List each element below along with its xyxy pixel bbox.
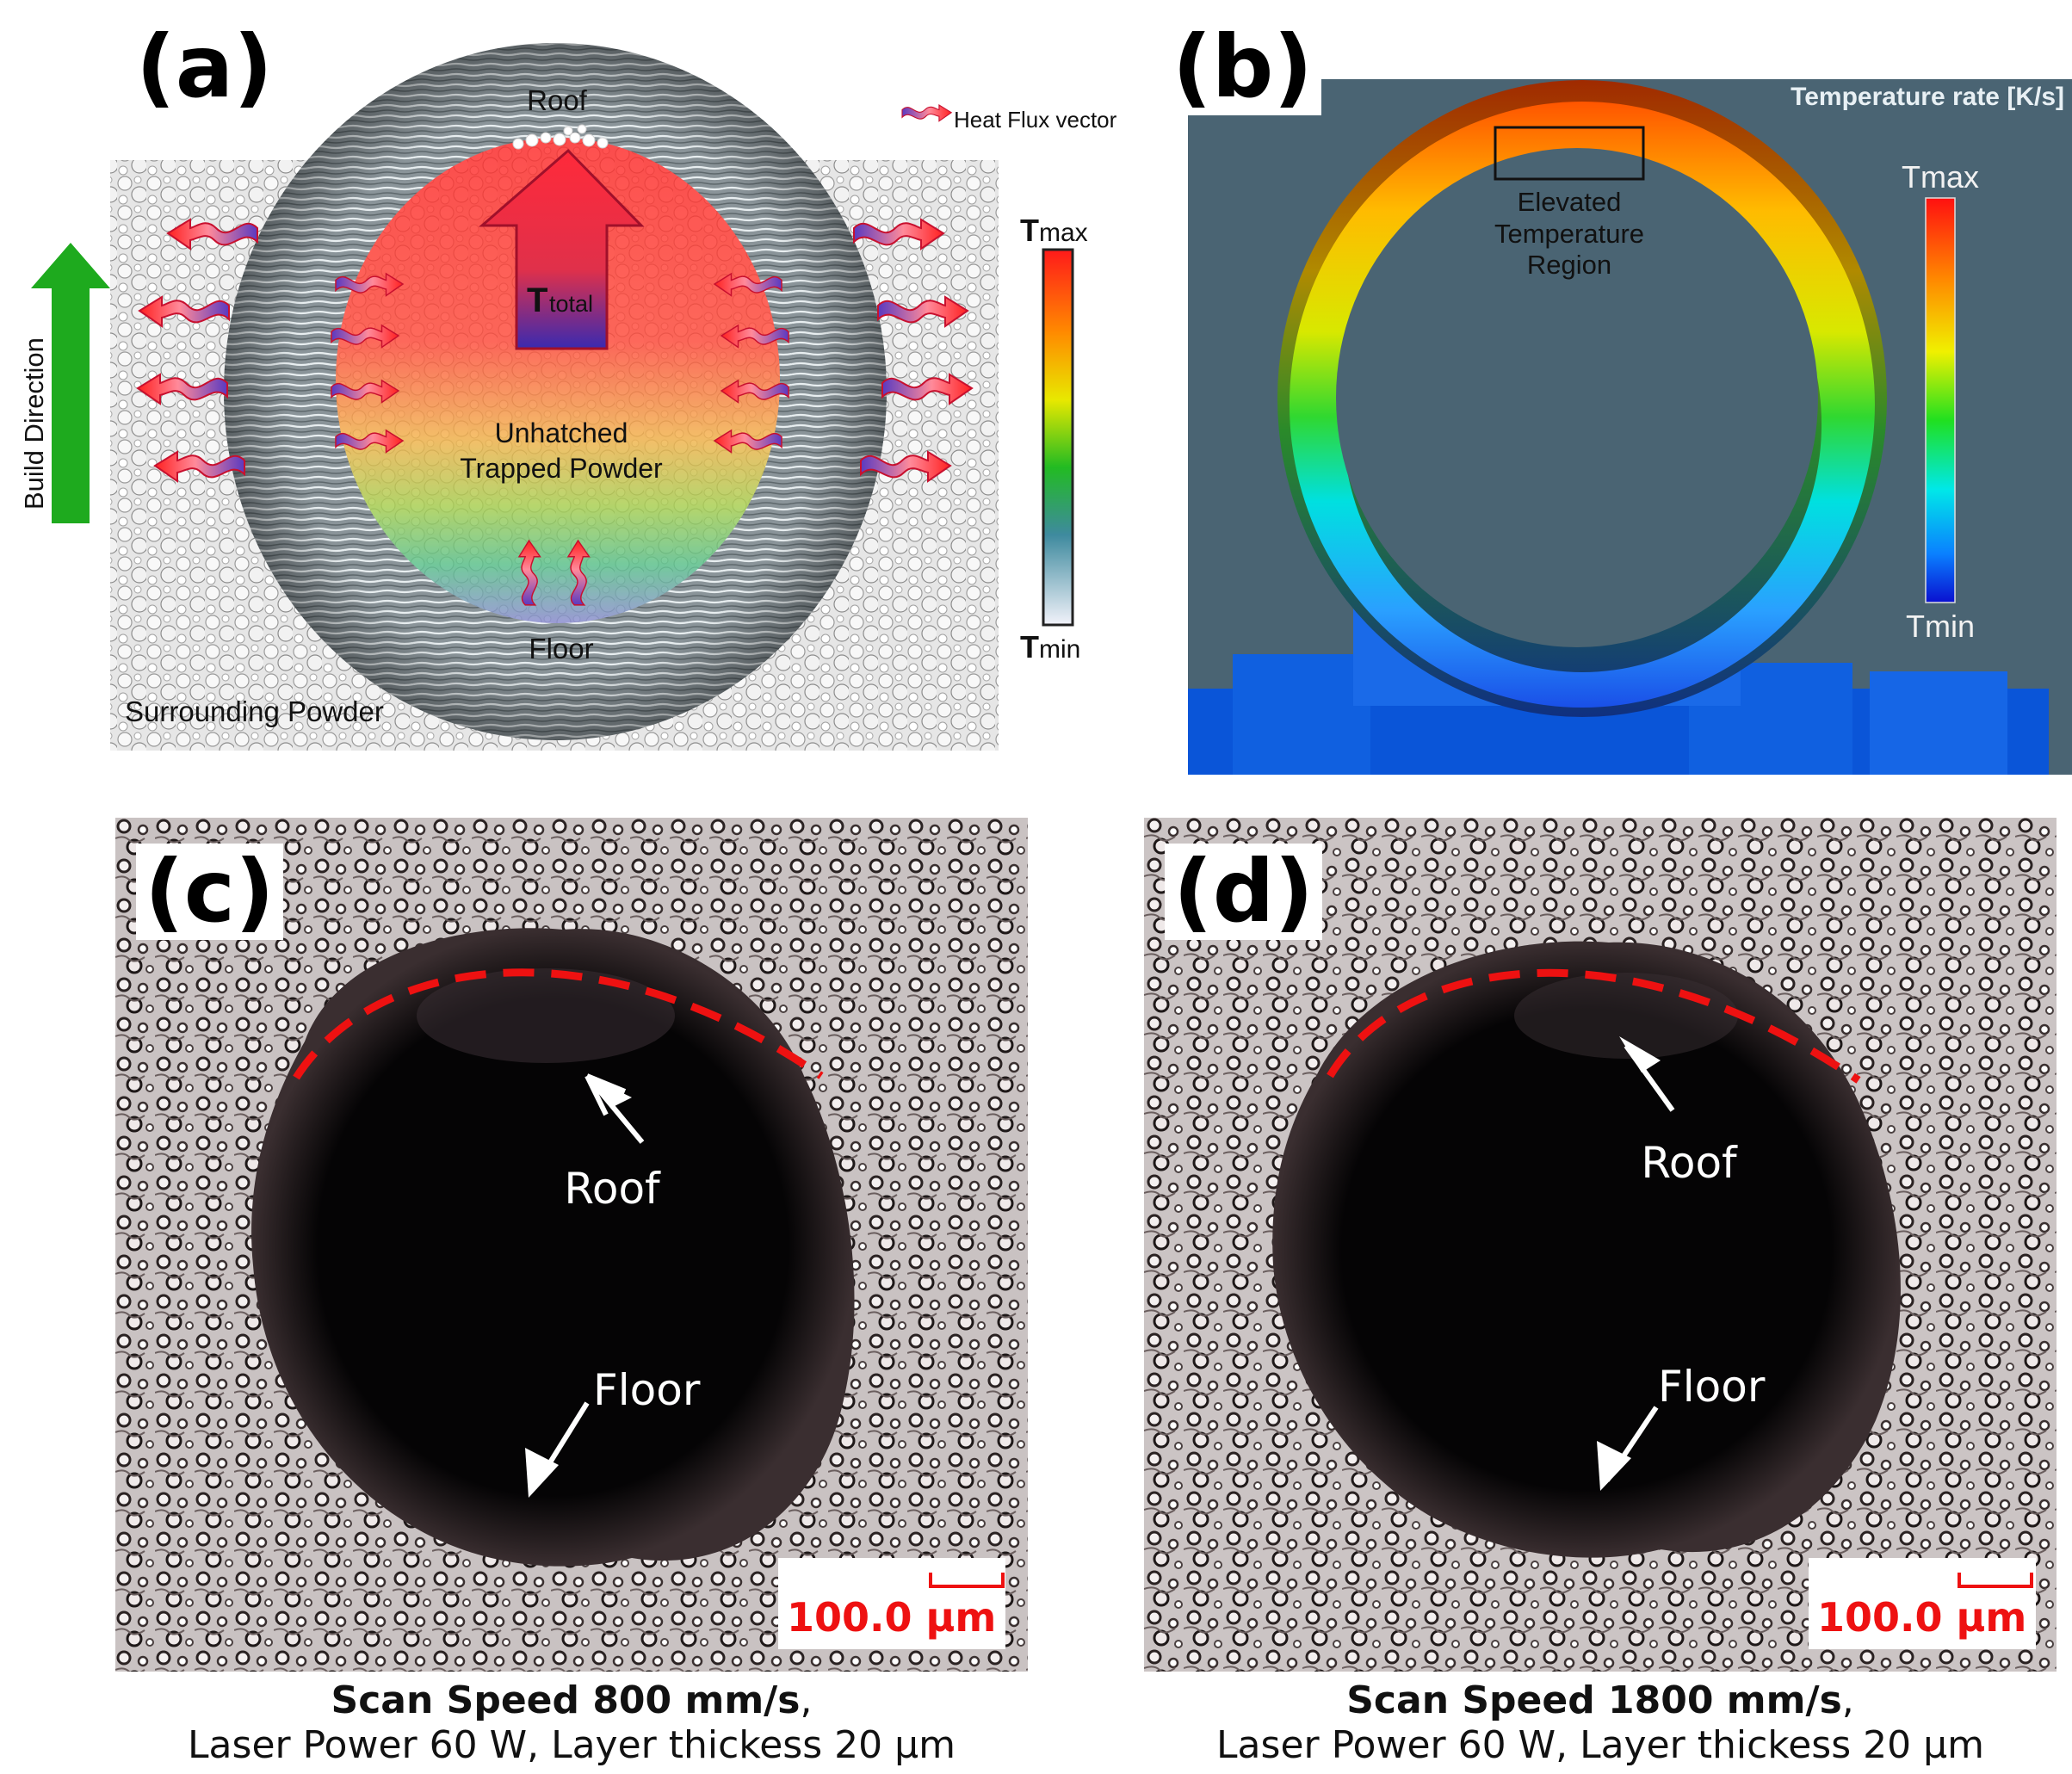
tmin-main-label: T	[1020, 629, 1039, 664]
panel-c-caption-speed: Scan Speed 800 mm/s	[331, 1678, 801, 1722]
panel-b-simulation: Elevated Temperature Region Temperature …	[1188, 79, 2072, 775]
trapped-powder-label-line1: Unhatched	[495, 417, 628, 448]
roof-label: Roof	[1641, 1138, 1738, 1188]
t-total-main-label: T	[527, 281, 547, 319]
panel-b: Elevated Temperature Region Temperature …	[1164, 0, 2072, 775]
panel-a-colorbar	[1042, 248, 1074, 627]
elevated-temperature-box	[1494, 126, 1645, 181]
t-total-arrow	[478, 148, 645, 350]
panel-b-tmax-label: Tmax	[1902, 159, 1979, 195]
ring-inner-void	[1336, 148, 1818, 647]
floor-arrow	[1597, 1441, 1631, 1491]
roof-boundary-dashed	[1327, 968, 1861, 1084]
elevated-region-label-line3: Region	[1527, 250, 1611, 280]
heat-flux-legend-label: Heat Flux vector	[954, 107, 1117, 133]
tmax-sub-label: max	[1039, 219, 1088, 247]
cavity	[1272, 941, 1901, 1558]
panel-c-caption: Scan Speed 800 mm/s, Laser Power 60 W, L…	[115, 1678, 1028, 1768]
tmin-sub-label: min	[1039, 635, 1080, 664]
elevated-region-label-line1: Elevated	[1518, 187, 1622, 217]
floor-arrow	[525, 1448, 559, 1498]
scale-bar-box	[778, 1558, 1005, 1649]
panel-c-label: (c)	[136, 844, 283, 940]
build-direction-arrow	[31, 243, 110, 523]
panel-d: Roof Floor (d) 100.0 µm	[1144, 818, 2057, 1672]
roof-label: Roof	[527, 84, 588, 116]
panel-d-micrograph: Roof Floor	[1144, 818, 2057, 1672]
roof-boundary-dashed	[293, 968, 824, 1080]
roof-label: Roof	[564, 1164, 661, 1214]
floor-label: Floor	[593, 1365, 701, 1415]
scale-bar-box	[1809, 1558, 2036, 1649]
panel-b-tmin-label: Tmin	[1906, 609, 1975, 644]
panel-a-label: (a)	[127, 19, 281, 115]
scale-bar	[929, 1573, 1005, 1588]
panel-c: Roof Floor (c) 100.0 µm	[115, 818, 1028, 1672]
panel-d-label: (d)	[1165, 844, 1322, 940]
panel-d-caption-params: Laser Power 60 W, Layer thickess 20 µm	[1216, 1722, 1984, 1767]
t-total-sub-label: total	[549, 291, 593, 317]
surrounding-powder-label: Surrounding Powder	[125, 695, 384, 727]
panel-d-caption: Scan Speed 1800 mm/s, Laser Power 60 W, …	[1144, 1678, 2057, 1768]
scale-bar-label: 100.0 µm	[787, 1594, 997, 1641]
panel-a: T total Roof Floor Unhatched Trapped Pow…	[0, 0, 1136, 775]
cavity	[251, 928, 855, 1567]
floor-label: Floor	[529, 633, 593, 664]
scale-bar	[1958, 1573, 2033, 1588]
floor-label: Floor	[1658, 1362, 1766, 1412]
panel-b-title: Temperature rate [K/s]	[1791, 83, 2064, 111]
panel-b-colorbar	[1925, 197, 1956, 603]
panel-d-caption-speed: Scan Speed 1800 mm/s	[1346, 1678, 1842, 1722]
panel-c-micrograph: Roof Floor	[115, 818, 1028, 1672]
scale-bar-label: 100.0 µm	[1817, 1594, 2027, 1641]
build-direction-label: Build Direction	[19, 337, 49, 510]
roof-bubbles	[512, 124, 609, 150]
trapped-powder-label-line2: Trapped Powder	[460, 453, 663, 484]
panel-c-caption-params: Laser Power 60 W, Layer thickess 20 µm	[188, 1722, 956, 1767]
panel-b-label: (b)	[1164, 19, 1321, 115]
elevated-region-label-line2: Temperature	[1494, 219, 1644, 249]
panel-a-diagram: T total Roof Floor Unhatched Trapped Pow…	[19, 43, 1117, 751]
roof-arrow	[1619, 1036, 1661, 1072]
roof-arrow	[587, 1076, 632, 1106]
heat-flux-legend-icon	[901, 104, 952, 122]
tmax-main-label: T	[1020, 213, 1039, 248]
